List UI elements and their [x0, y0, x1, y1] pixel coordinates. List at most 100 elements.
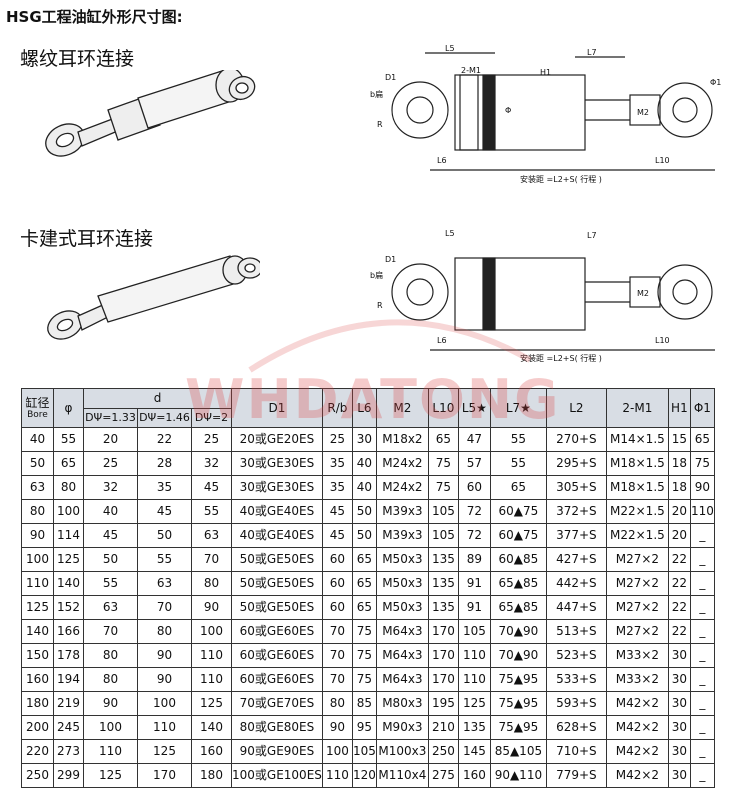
table-cell: 513+S	[545, 619, 607, 644]
table-cell: 30或GE30ES	[231, 451, 323, 476]
table-cell: 20	[83, 427, 138, 452]
table-cell: 195	[427, 691, 459, 716]
table-cell: 152	[53, 595, 84, 620]
table-cell: 305+S	[545, 475, 607, 500]
table-cell: 60▲75	[489, 499, 547, 524]
label-l10-2: L10	[655, 336, 670, 345]
section-title-clip-eye: 卡建式耳环连接	[20, 228, 154, 250]
table-cell: 60	[321, 571, 353, 596]
table-cell: 60或GE60ES	[231, 643, 323, 668]
label-b-2: b扁	[370, 270, 383, 280]
table-cell: 18	[667, 451, 691, 476]
label-h1: H1	[540, 68, 551, 77]
table-cell: 60	[457, 475, 491, 500]
table-cell: 70▲90	[489, 619, 547, 644]
table-cell: 60	[321, 547, 353, 572]
table-cell: 35	[137, 475, 192, 500]
table-cell: 40	[351, 475, 377, 500]
table-cell: 110	[321, 763, 353, 788]
table-cell: M50x3	[375, 595, 429, 620]
table-cell: 80或GE80ES	[231, 715, 323, 740]
label-r: R	[377, 120, 383, 129]
table-cell: M42×2	[605, 739, 669, 764]
table-cell: 30或GE30ES	[231, 475, 323, 500]
table-cell: 135	[457, 715, 491, 740]
table-cell: M64x3	[375, 643, 429, 668]
table-cell: 25	[83, 451, 138, 476]
table-cell: 125	[53, 547, 84, 572]
table-cell: 57	[457, 451, 491, 476]
header-l10: L10	[427, 388, 459, 428]
table-cell: _	[689, 619, 715, 644]
table-cell: M42×2	[605, 763, 669, 788]
table-cell: 75▲95	[489, 715, 547, 740]
table-cell: M33×2	[605, 667, 669, 692]
table-cell: 100	[21, 547, 54, 572]
table-cell: 160	[191, 739, 232, 764]
table-cell: 105	[427, 523, 459, 548]
table-cell: 200	[21, 715, 54, 740]
table-cell: 250	[21, 763, 54, 788]
table-cell: 170	[427, 667, 459, 692]
table-cell: 85	[351, 691, 377, 716]
table-cell: 80	[191, 571, 232, 596]
table-cell: 45	[321, 523, 353, 548]
table-cell: 65	[427, 427, 459, 452]
table-cell: 70	[137, 595, 192, 620]
header-l6: L6	[351, 388, 377, 428]
table-cell: 533+S	[545, 667, 607, 692]
table-cell: 85▲105	[489, 739, 547, 764]
label-d1-2: D1	[385, 255, 396, 264]
table-cell: 40或GE40ES	[231, 499, 323, 524]
label-b: b扁	[370, 89, 383, 99]
table-cell: 100或GE100ES	[231, 763, 323, 788]
table-cell: 90	[689, 475, 715, 500]
table-cell: 135	[427, 571, 459, 596]
table-cell: 91	[457, 595, 491, 620]
header-l2: L2	[545, 388, 607, 428]
table-cell: 91	[457, 571, 491, 596]
table-cell: M27×2	[605, 571, 669, 596]
label-l5-2: L5	[445, 230, 455, 238]
table-cell: 80	[53, 475, 84, 500]
table-cell: 55	[137, 547, 192, 572]
table-cell: 114	[53, 523, 84, 548]
header-d-133: DΨ=1.33	[83, 408, 138, 428]
table-cell: _	[689, 763, 715, 788]
table-cell: 105	[427, 499, 459, 524]
table-cell: M27×2	[605, 547, 669, 572]
table-cell: 20	[667, 523, 691, 548]
table-cell: 120	[351, 763, 377, 788]
table-cell: 50或GE50ES	[231, 547, 323, 572]
table-cell: M39x3	[375, 499, 429, 524]
table-cell: 65	[351, 571, 377, 596]
table-cell: 20	[667, 499, 691, 524]
table-cell: 140	[53, 571, 84, 596]
table-cell: 60或GE60ES	[231, 667, 323, 692]
table-cell: 110	[83, 739, 138, 764]
table-cell: 65	[351, 595, 377, 620]
table-cell: 105	[457, 619, 491, 644]
table-cell: 245	[53, 715, 84, 740]
table-cell: 15	[667, 427, 691, 452]
label-l6: L6	[437, 156, 447, 165]
table-cell: 75▲95	[489, 691, 547, 716]
table-cell: M22×1.5	[605, 499, 669, 524]
table-cell: 45	[191, 475, 232, 500]
table-cell: 125	[457, 691, 491, 716]
table-cell: 90	[21, 523, 54, 548]
table-cell: 40	[21, 427, 54, 452]
table-cell: 110	[191, 667, 232, 692]
table-cell: 166	[53, 619, 84, 644]
table-cell: 75▲95	[489, 667, 547, 692]
table-cell: 219	[53, 691, 84, 716]
table-cell: 90	[137, 643, 192, 668]
table-cell: 22	[667, 571, 691, 596]
table-cell: 50	[351, 523, 377, 548]
table-cell: M80x3	[375, 691, 429, 716]
table-cell: 250	[427, 739, 459, 764]
table-cell: M18x2	[375, 427, 429, 452]
